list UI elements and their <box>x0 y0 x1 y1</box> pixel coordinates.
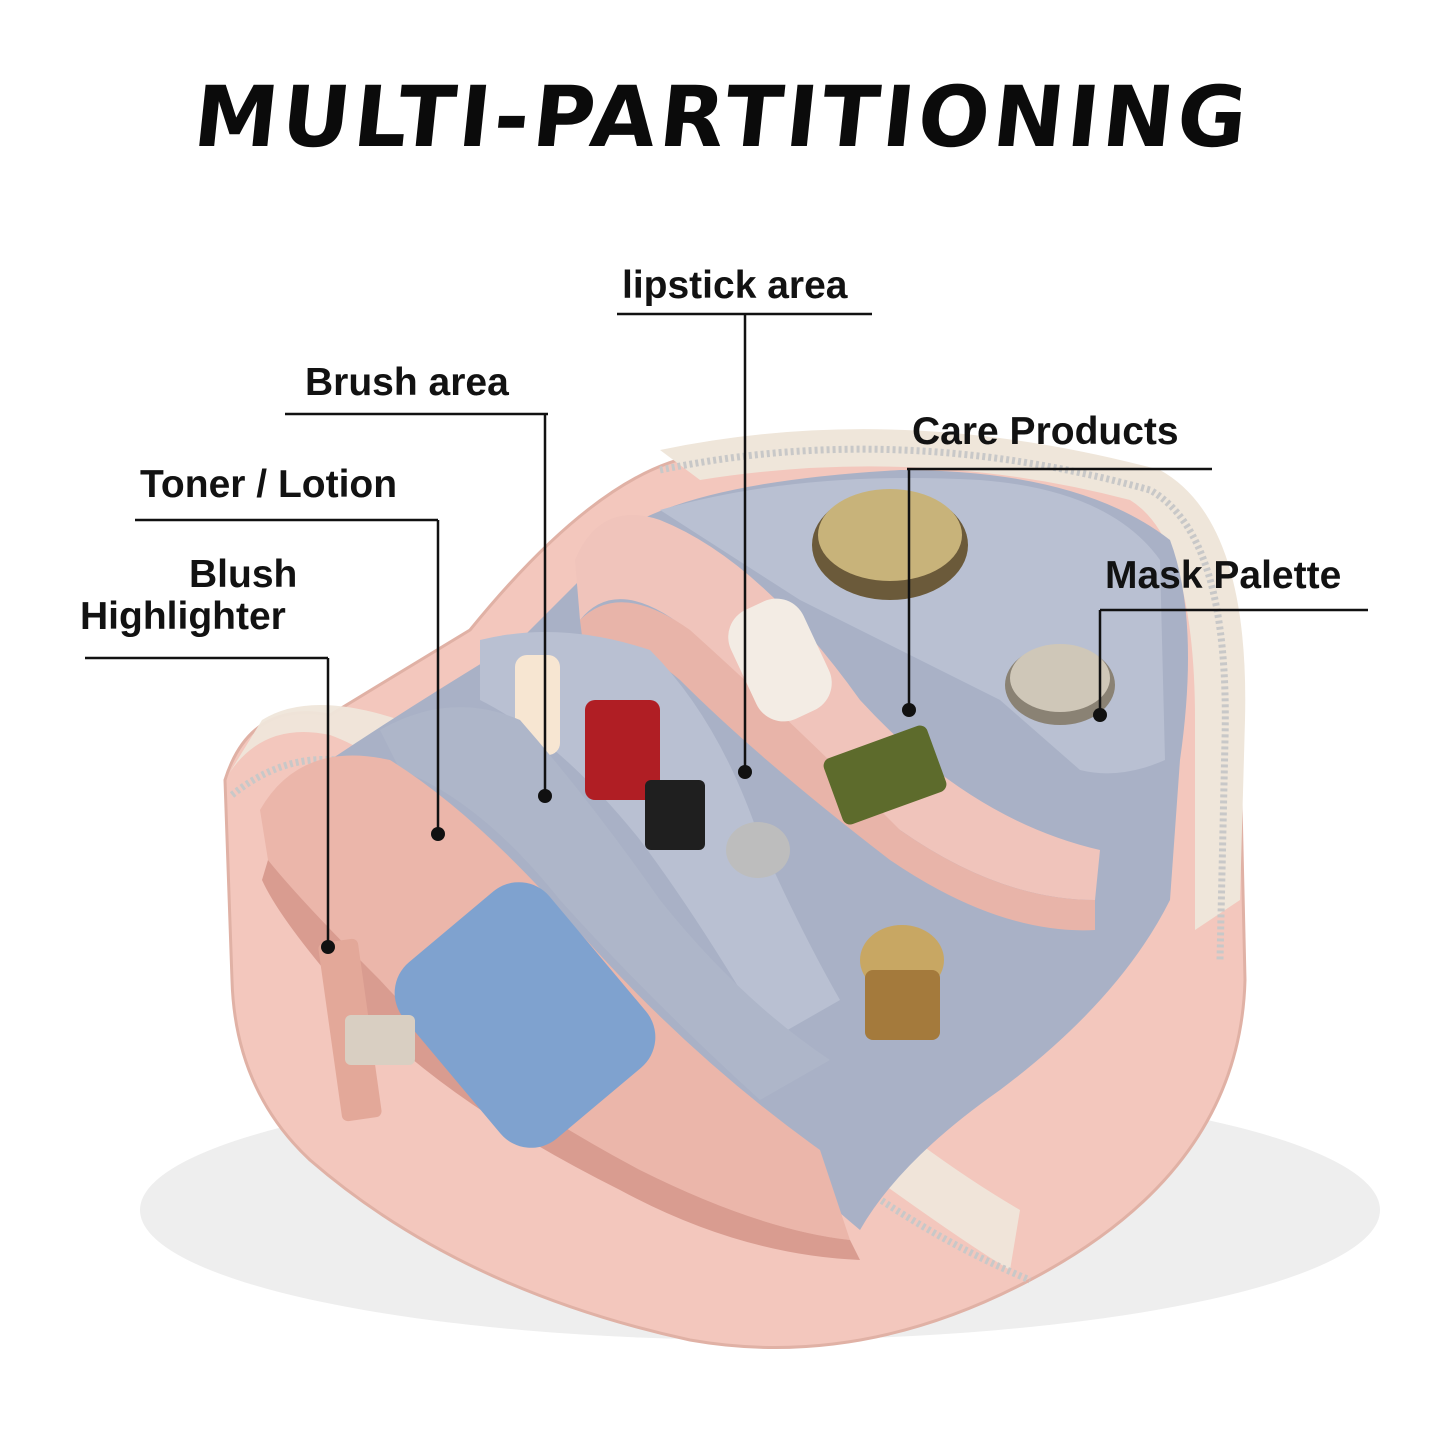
label-blush: Blush <box>189 553 298 596</box>
brush-dot <box>538 789 552 803</box>
mask-jar-lid <box>1010 644 1110 712</box>
mask-dot <box>1093 708 1107 722</box>
lipstick-black <box>645 780 705 850</box>
label-brush-area: Brush area <box>305 361 509 404</box>
leader-lines <box>85 312 1368 947</box>
cream-jar-lid <box>818 489 962 581</box>
label-care-products: Care Products <box>912 410 1179 453</box>
gold-bottle <box>865 970 940 1040</box>
brush-pocket <box>380 707 830 1100</box>
label-mask-palette: Mask Palette <box>1105 554 1342 597</box>
green-bottle <box>823 725 947 825</box>
label-highlighter: Highlighter <box>80 595 286 638</box>
right-pink-pouch <box>575 515 1100 900</box>
lipstick-dot <box>738 765 752 779</box>
lipstick-red <box>585 700 660 800</box>
brand-logo <box>345 1015 415 1065</box>
leader-dots <box>321 703 1107 954</box>
right-pouch-front <box>580 602 1095 931</box>
label-toner-lotion: Toner / Lotion <box>140 463 398 506</box>
label-lipstick-area: lipstick area <box>622 264 848 307</box>
toner-bottle <box>728 598 832 722</box>
toner-dot <box>431 827 445 841</box>
perfume-cap <box>726 822 790 878</box>
lotion-bottle <box>394 882 656 1148</box>
blush-dot <box>321 940 335 954</box>
care-dot <box>902 703 916 717</box>
